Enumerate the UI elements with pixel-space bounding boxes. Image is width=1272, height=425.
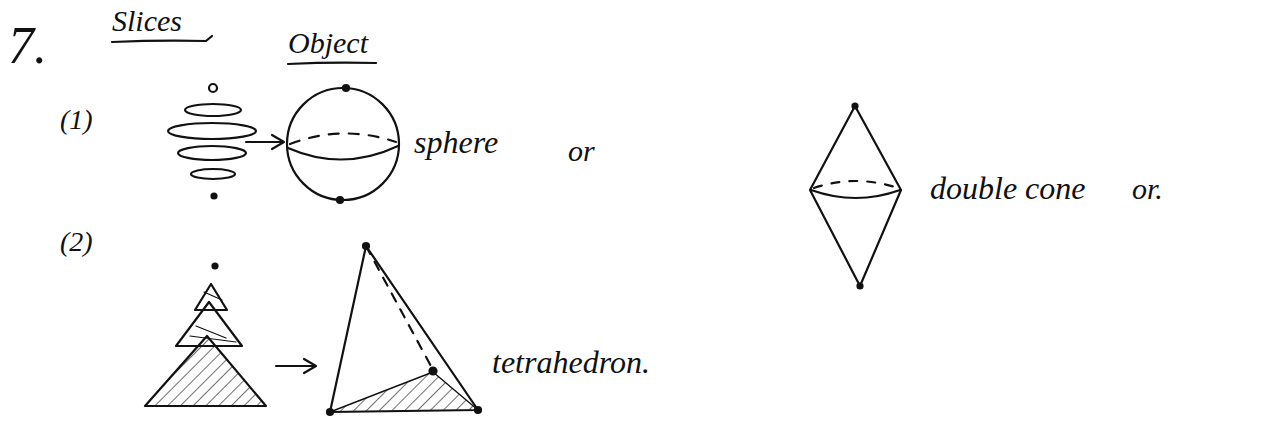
arrow — [246, 135, 284, 149]
tetrahedron-drawing — [327, 243, 481, 415]
annotation-text: or. — [1132, 172, 1163, 207]
annotation-text: or — [568, 134, 595, 169]
triangle-slices — [145, 264, 266, 407]
annotation-text: double cone — [930, 170, 1086, 207]
column-heading: Object — [288, 26, 368, 61]
double-cone-drawing — [810, 104, 901, 289]
arrow — [276, 359, 316, 373]
item-number: (1) — [60, 104, 93, 136]
item-number: (2) — [60, 226, 93, 258]
sphere-drawing — [287, 85, 399, 203]
column-heading: Slices — [112, 4, 182, 39]
problem-number: 7. — [8, 16, 47, 76]
annotation-text: sphere — [414, 124, 498, 161]
annotation-text: tetrahedron. — [492, 344, 650, 381]
circle-slices — [168, 84, 256, 199]
header-underline — [288, 63, 376, 64]
